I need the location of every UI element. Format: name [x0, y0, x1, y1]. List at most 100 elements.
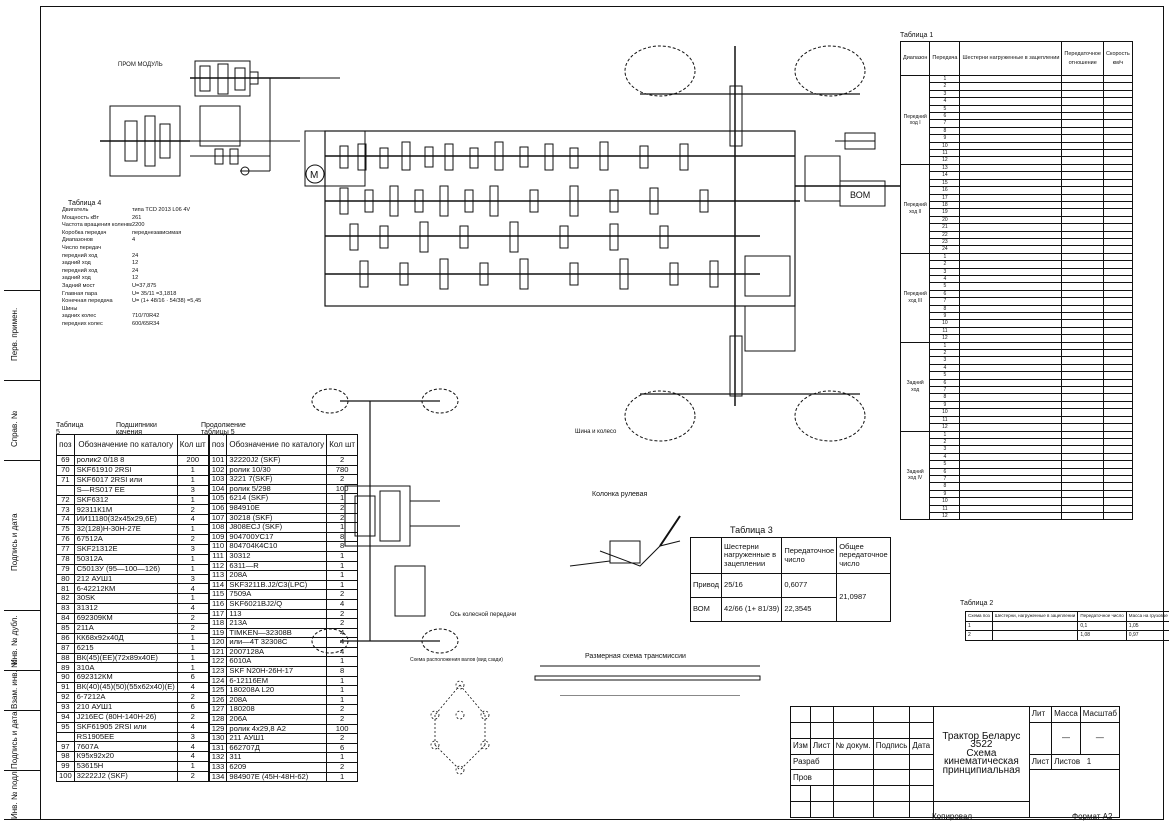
table-row: 8	[901, 304, 1133, 314]
table5-cell: SKF6021BJ2/Q	[226, 598, 328, 610]
table5-cell: 1	[326, 656, 359, 668]
strip-cell: Справ. №	[4, 380, 40, 460]
table3-cell: 42/66 (1+ 81/39)	[721, 597, 783, 622]
table1-cell	[1103, 371, 1133, 380]
copied-label: Копировал	[932, 812, 973, 821]
table1-cell	[959, 363, 1063, 373]
table5-cell: 6010A	[226, 656, 328, 668]
table4-key: Диапазонов	[62, 237, 93, 244]
table5-cell: 32222J2 (SKF)	[73, 770, 178, 783]
table1-cell	[959, 326, 1063, 336]
table5-continued-title: Продолжение таблицы 5	[201, 422, 246, 436]
table5-cell: 114	[208, 579, 228, 591]
steering-column-label: Колонка рулевая	[592, 491, 647, 498]
table1-gear: 6	[929, 467, 961, 476]
table2-header: Передаточное число	[1077, 611, 1127, 622]
table1-cell	[1061, 289, 1104, 299]
table5-cell: 4	[176, 721, 209, 733]
table-row: 22	[901, 230, 1133, 239]
table5-cell: 8	[326, 531, 359, 543]
table4-value: 261	[132, 214, 142, 221]
table5-cell: 6214 (SKF)	[226, 493, 328, 504]
table5-cell: 80	[56, 573, 75, 585]
table5-cell: 116	[208, 598, 228, 610]
table5-cell: 984907E (45Н-48Н-62)	[226, 771, 328, 783]
table5-cell: 99	[56, 761, 75, 772]
table1-cell	[959, 223, 1063, 232]
table5-cell: 1	[326, 694, 359, 706]
table1-cell	[1061, 445, 1104, 454]
table1-cell	[1061, 356, 1104, 365]
table5-cell: 211 АУШ1	[226, 733, 328, 744]
table5-cell: 70	[56, 464, 75, 476]
table5-cell: 2	[326, 455, 359, 466]
table5-cell: J808ECJ (SKF)	[226, 522, 328, 533]
table1-gear: 16	[929, 186, 961, 195]
table1-cell	[1061, 163, 1104, 173]
table5-cell: 692309КМ	[73, 613, 178, 624]
table5-cell: 2	[176, 770, 209, 783]
table5-cell: 74	[56, 514, 75, 526]
table1-range: Передний ход II	[899, 163, 931, 254]
table-row: 17	[901, 193, 1133, 202]
table-row: 4	[901, 274, 1133, 284]
table3-header	[689, 537, 723, 574]
table5-cell: ролик 5/298	[226, 483, 328, 495]
table5-cell: 131	[208, 742, 228, 754]
table5-cell: 50312A	[73, 553, 178, 565]
drive-scheme-title: Размерная схема трансмиссии	[585, 653, 686, 660]
table5-cell: 112	[208, 560, 228, 572]
table5-title: Таблица 5	[56, 422, 84, 436]
sheet-label: Лист	[1028, 753, 1053, 771]
table5-cell: 127	[208, 704, 228, 716]
table1-cell	[1103, 467, 1133, 476]
table-row: 14	[901, 171, 1133, 180]
table5-cell: 2	[176, 622, 209, 634]
table5-cell: 1	[326, 493, 359, 504]
table1-gear: 8	[929, 482, 961, 491]
table5-cell: 780	[326, 464, 359, 476]
table5-cell: ВК(40)(45)(50)(55x62x40)(E)	[73, 682, 178, 693]
table5-cell: 3	[176, 573, 209, 585]
table1-gear: 7	[929, 474, 961, 484]
table-row: 5	[901, 282, 1133, 291]
table1-cell	[1061, 237, 1104, 247]
table1-cell	[959, 186, 1063, 195]
table1-cell	[1103, 208, 1133, 217]
table-row: 3	[901, 267, 1133, 276]
table5-cell: 1	[176, 464, 209, 476]
table4-row: Частота вращения коленвала, об/мин2200	[62, 222, 242, 230]
table5-cell: 1	[326, 579, 359, 591]
table4-row: Число передач	[62, 245, 242, 253]
table3-cell: 0,6077	[781, 573, 838, 598]
table3-header: Шестерни нагруженные в зацеплении	[721, 537, 783, 574]
table1-gear: 13	[929, 163, 961, 173]
table1-cell	[959, 252, 1063, 262]
table5-cell: 3	[176, 543, 209, 555]
table5-cell: 100	[326, 723, 359, 735]
table1-cell	[959, 274, 1063, 284]
table1-cell	[959, 260, 1063, 269]
table5-cell: 79	[56, 563, 75, 575]
table1-cell	[1061, 97, 1104, 106]
table1-cell	[1103, 260, 1133, 269]
table5-cell	[56, 731, 75, 743]
table5-cell: TIMKEN—32308B	[226, 627, 328, 639]
table-row: 10	[901, 408, 1133, 417]
